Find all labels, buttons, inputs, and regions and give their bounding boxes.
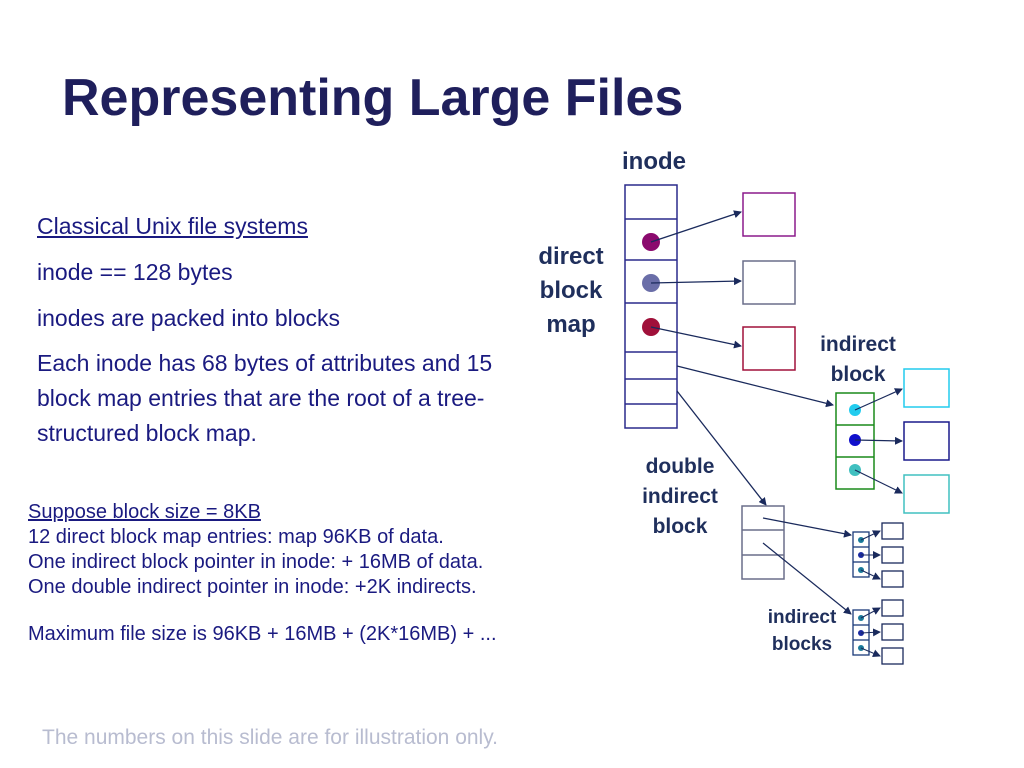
max-file-size: Maximum file size is 96KB + 16MB + (2K*1… [28,623,497,645]
arrow-direct-1 [650,210,742,243]
footnote: The numbers on this slide are for illust… [42,726,498,749]
example-line-indirect: One indirect block pointer in inode: + 1… [28,551,484,573]
arrow-direct-2 [650,277,742,286]
indirect-data-block-3 [903,474,950,514]
data-block-1 [742,192,796,237]
double-label-line2: indirect [642,485,718,508]
example-block: Suppose block size = 8KB 12 direct block… [28,500,483,600]
double-label-line3: block [652,515,708,538]
indirect-blocks-label: indirect blocks [752,604,852,658]
arrow-direct-3 [650,326,742,349]
indirect-block [835,392,875,490]
direct-block-map-label: direct block map [526,240,616,342]
indirect-label-line2: block [830,363,886,386]
direct-label-line3: map [546,311,596,338]
double-indirect-block [741,505,785,580]
indirect-block-label: indirect block [806,330,910,390]
example-heading: Suppose block size = 8KB [28,501,261,523]
indirect-data-block-2 [903,421,950,461]
example-line-direct: 12 direct block map entries: map 96KB of… [28,526,444,548]
inode-label: inode [622,148,686,175]
bullet-inode-attributes: Each inode has 68 bytes of attributes an… [37,350,493,446]
bullet-inode-size: inode == 128 bytes [37,259,233,285]
indirect-data-block-1 [903,368,950,408]
double-label-line1: double [645,455,715,478]
double-indirect-block-label: double indirect block [626,452,734,542]
bullet-heading: Classical Unix file systems [37,213,308,239]
inode-block [624,184,678,429]
data-block-3 [742,326,796,371]
indirect-blocks-line2: blocks [771,634,833,655]
arrow-to-double-indirect [676,390,767,506]
indirect-blocks-line1: indirect [767,607,837,628]
arrow-to-indirect [676,365,834,408]
direct-label-line2: block [539,277,603,304]
data-block-2 [742,260,796,305]
slide-title: Representing Large Files [62,69,684,127]
bullet-inodes-packed: inodes are packed into blocks [37,305,341,331]
direct-label-line1: direct [538,243,604,270]
example-line-double: One double indirect pointer in inode: +2… [28,576,477,598]
indirect-label-line1: indirect [820,333,896,356]
bullet-list: Classical Unix file systems inode == 128… [37,212,517,469]
